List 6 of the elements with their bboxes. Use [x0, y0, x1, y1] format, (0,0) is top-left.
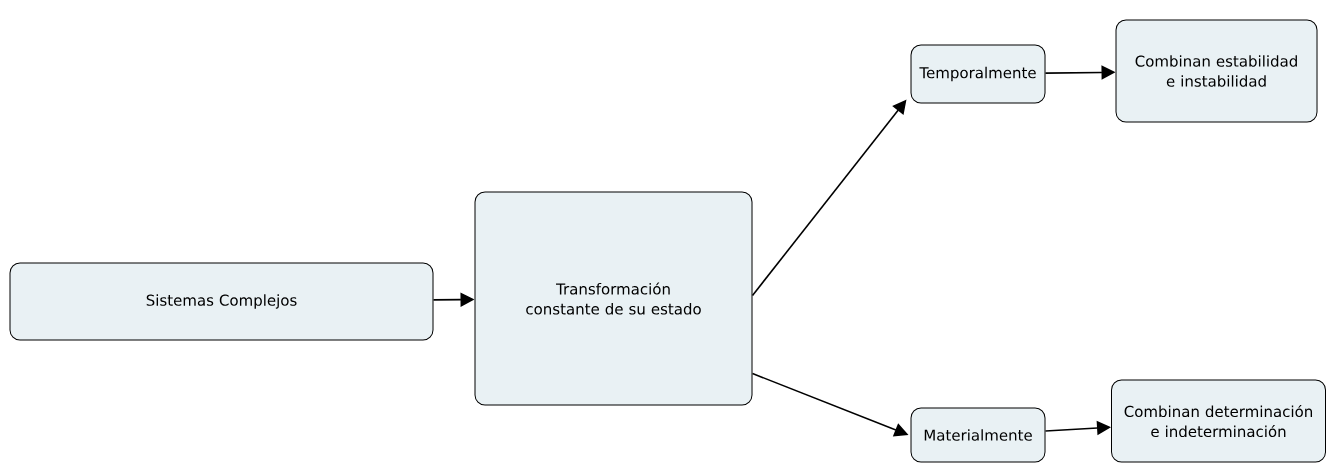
process-box: Transformación constante de su estado	[474, 191, 753, 406]
process-box: Combinan determinación e indeterminación	[1111, 379, 1326, 463]
process-box: Sistemas Complejos	[9, 262, 434, 341]
process-box: Temporalmente	[910, 44, 1046, 104]
process-box: Materialmente	[910, 407, 1046, 463]
process-box: Combinan estabilidad e instabilidad	[1115, 19, 1318, 123]
